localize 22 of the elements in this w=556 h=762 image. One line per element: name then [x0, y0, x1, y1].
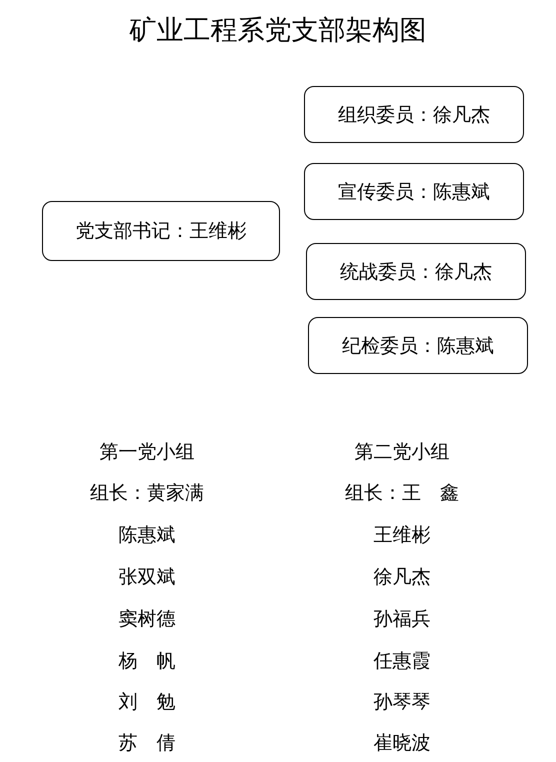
- member-name: 刘 勉: [118, 690, 176, 714]
- member-name: 杨 帆: [118, 649, 176, 673]
- member-name: 王维彬: [372, 523, 432, 547]
- group-heading: 第二党小组: [354, 440, 450, 464]
- member-name: 徐凡杰: [372, 565, 432, 589]
- committee-member-box: 纪检委员：陈惠斌: [308, 317, 528, 374]
- group-leader-name: 组长：黄家满: [89, 481, 205, 505]
- secretary-box: 党支部书记：王维彬: [42, 201, 280, 261]
- committee-member-box: 组织委员：徐凡杰: [304, 86, 524, 143]
- committee-member-box: 统战委员：徐凡杰: [306, 243, 526, 300]
- member-name: 张双斌: [118, 565, 176, 589]
- member-name: 窦树德: [118, 607, 176, 631]
- member-name: 苏 倩: [118, 731, 176, 755]
- member-name: 陈惠斌: [118, 523, 176, 547]
- group-leader-name: 组长：王 鑫: [344, 481, 460, 505]
- member-name: 孙福兵: [372, 607, 432, 631]
- member-name: 孙琴琴: [372, 690, 432, 714]
- title: 矿业工程系党支部架构图: [128, 14, 428, 48]
- committee-member-box: 宣传委员：陈惠斌: [304, 163, 524, 220]
- member-name: 任惠霞: [372, 649, 432, 673]
- member-name: 崔晓波: [372, 731, 432, 755]
- group-heading: 第一党小组: [98, 440, 196, 464]
